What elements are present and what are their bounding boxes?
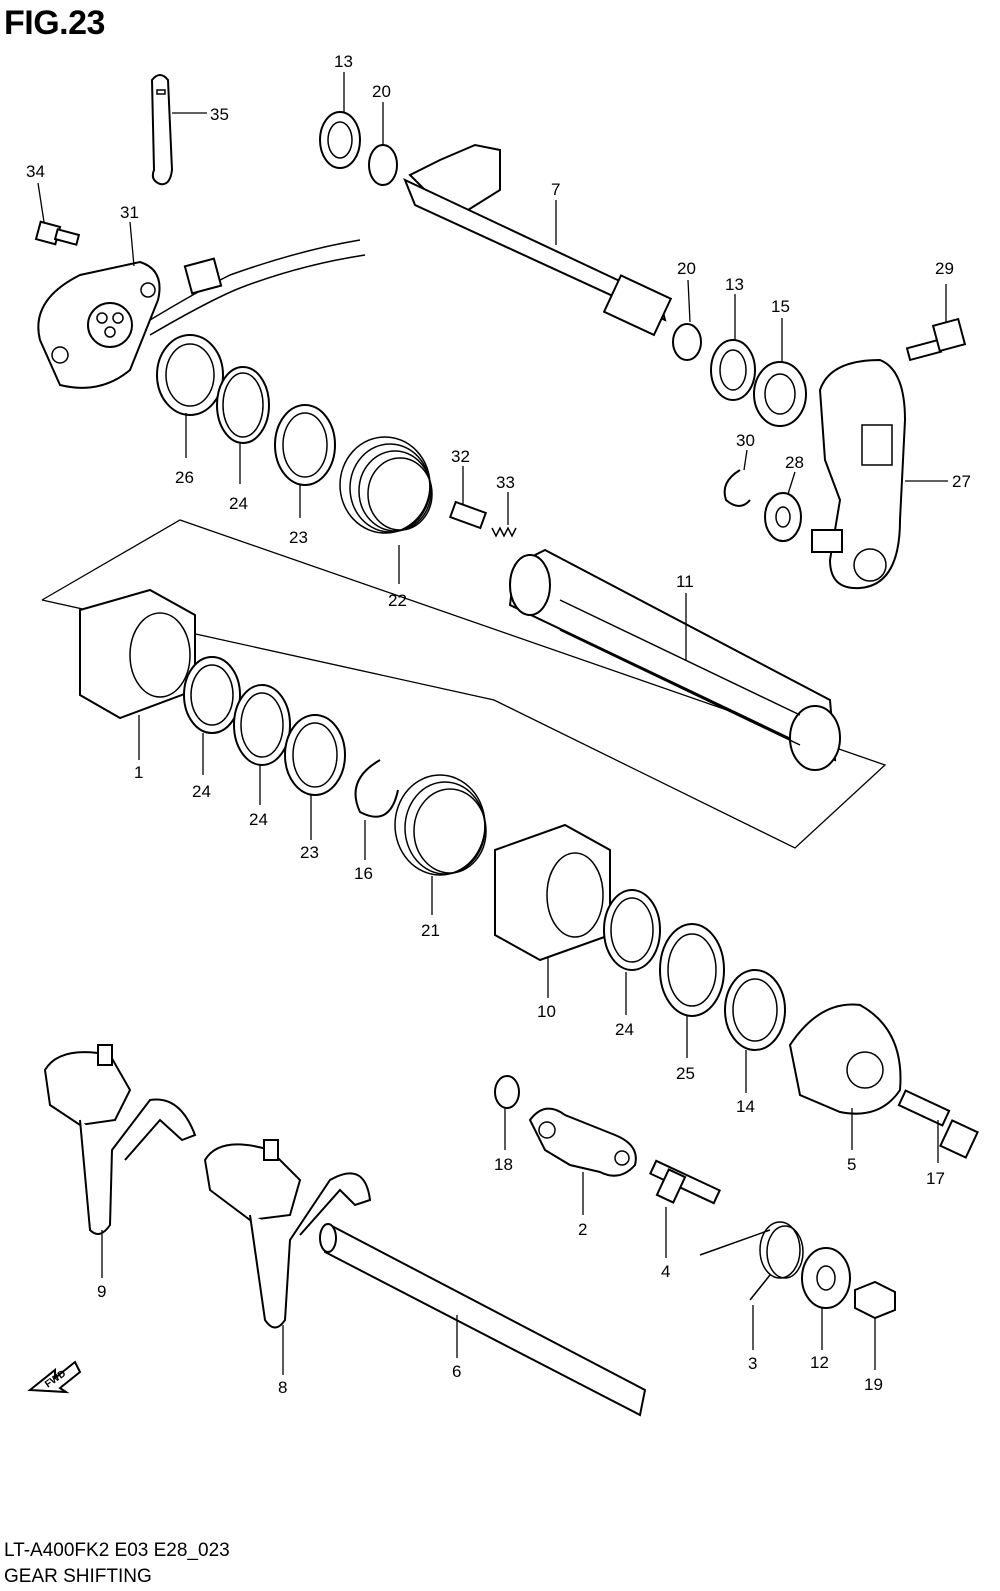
part-10-gear-shift-cam-2[interactable] bbox=[494, 823, 611, 962]
part-29-bolt[interactable] bbox=[905, 317, 967, 362]
callout-23-a: 23 bbox=[289, 528, 308, 547]
callout-16: 16 bbox=[354, 864, 373, 883]
part-2-shift-lever[interactable] bbox=[528, 1107, 637, 1177]
part-24-circlip-2[interactable] bbox=[183, 656, 241, 734]
callout-13: 13 bbox=[334, 52, 353, 71]
callout-31: 31 bbox=[120, 203, 139, 222]
part-16-ring[interactable] bbox=[354, 759, 399, 818]
part-33-spring[interactable] bbox=[491, 526, 517, 538]
callout-11: 11 bbox=[676, 572, 694, 591]
callout-13-b: 13 bbox=[725, 275, 744, 294]
part-9-shift-fork[interactable] bbox=[43, 1044, 197, 1235]
callout-4: 4 bbox=[661, 1262, 670, 1281]
callout-17: 17 bbox=[926, 1169, 945, 1188]
part-23-washer[interactable] bbox=[274, 404, 336, 486]
callout-29: 29 bbox=[935, 259, 954, 278]
part-12-washer[interactable] bbox=[801, 1247, 851, 1309]
model-code: LT-A400FK2 E03 E28_023 bbox=[4, 1540, 230, 1561]
part-34-bolt[interactable] bbox=[34, 220, 81, 246]
callout-7: 7 bbox=[551, 180, 560, 199]
part-11-shift-drum[interactable] bbox=[508, 548, 841, 771]
section-title: GEAR SHIFTING bbox=[4, 1566, 152, 1587]
callout-27: 27 bbox=[952, 472, 971, 491]
part-32-pin[interactable] bbox=[448, 500, 488, 530]
part-20-circlip-2[interactable] bbox=[672, 323, 702, 361]
callout-18: 18 bbox=[494, 1155, 513, 1174]
part-13-washer[interactable] bbox=[319, 111, 361, 169]
callout-9: 9 bbox=[97, 1282, 106, 1301]
part-24-circlip[interactable] bbox=[216, 366, 270, 444]
fwd-arrow-icon: FWD bbox=[27, 1360, 82, 1394]
part-1-gear-shift-cam[interactable] bbox=[79, 588, 196, 720]
part-8-shift-fork[interactable] bbox=[203, 1139, 372, 1329]
callout-20: 20 bbox=[372, 82, 391, 101]
callout-25: 25 bbox=[676, 1064, 695, 1083]
callout-2: 2 bbox=[578, 1220, 587, 1239]
part-24-circlip-3[interactable] bbox=[233, 684, 291, 766]
part-18-washer[interactable] bbox=[494, 1075, 520, 1109]
callout-24-c: 24 bbox=[249, 810, 268, 829]
callout-26: 26 bbox=[175, 468, 194, 487]
callout-30: 30 bbox=[736, 431, 755, 450]
part-23-washer-2[interactable] bbox=[284, 714, 346, 796]
callout-20-b: 20 bbox=[677, 259, 696, 278]
part-30-e-clip[interactable] bbox=[723, 469, 751, 507]
part-24-circlip-4[interactable] bbox=[603, 889, 661, 971]
part-3-return-spring[interactable] bbox=[699, 1221, 804, 1301]
part-25-washer[interactable] bbox=[659, 923, 725, 1017]
callout-10: 10 bbox=[537, 1002, 556, 1021]
callout-35: 35 bbox=[210, 105, 229, 124]
callout-28: 28 bbox=[785, 453, 804, 472]
part-31-switch[interactable] bbox=[37, 239, 366, 389]
part-14-washer[interactable] bbox=[724, 969, 786, 1051]
part-7-gearshift-shaft[interactable] bbox=[403, 143, 673, 337]
callout-33: 33 bbox=[496, 473, 515, 492]
callout-labels: 35 34 31 13 20 7 20 13 15 29 26 24 23 22… bbox=[26, 52, 971, 1397]
part-15-oil-seal[interactable] bbox=[753, 361, 807, 427]
callout-24-a: 24 bbox=[229, 494, 248, 513]
callout-12: 12 bbox=[810, 1353, 829, 1372]
part-19-nut[interactable] bbox=[854, 1280, 896, 1320]
callout-32: 32 bbox=[451, 447, 470, 466]
part-4-bolt[interactable] bbox=[648, 1159, 722, 1205]
part-22-spring[interactable] bbox=[339, 436, 433, 534]
part-21-spring[interactable] bbox=[394, 774, 487, 876]
callout-14: 14 bbox=[736, 1097, 755, 1116]
part-27-shift-arm[interactable] bbox=[811, 358, 907, 590]
callout-19: 19 bbox=[864, 1375, 883, 1394]
callout-23-b: 23 bbox=[300, 843, 319, 862]
callout-34: 34 bbox=[26, 162, 45, 181]
figure-title: FIG.23 bbox=[4, 4, 105, 42]
part-13-washer-2[interactable] bbox=[710, 339, 756, 401]
part-28-washer[interactable] bbox=[764, 492, 802, 542]
part-6-fork-shaft[interactable] bbox=[319, 1223, 647, 1417]
callout-15: 15 bbox=[771, 297, 790, 316]
callout-24-d: 24 bbox=[615, 1020, 634, 1039]
part-26-washer[interactable] bbox=[156, 334, 224, 416]
callout-8: 8 bbox=[278, 1378, 287, 1397]
part-20-circlip[interactable] bbox=[368, 144, 398, 186]
callout-21: 21 bbox=[421, 921, 440, 940]
callout-3: 3 bbox=[748, 1354, 757, 1373]
part-35-clip[interactable] bbox=[150, 74, 174, 186]
callout-1: 1 bbox=[134, 763, 143, 782]
part-17-bolt[interactable] bbox=[897, 1089, 979, 1159]
callout-24-b: 24 bbox=[192, 782, 211, 801]
callout-22: 22 bbox=[388, 591, 407, 610]
part-5-cam-plate[interactable] bbox=[788, 1003, 902, 1115]
callout-5: 5 bbox=[847, 1155, 856, 1174]
callout-6: 6 bbox=[452, 1362, 461, 1381]
